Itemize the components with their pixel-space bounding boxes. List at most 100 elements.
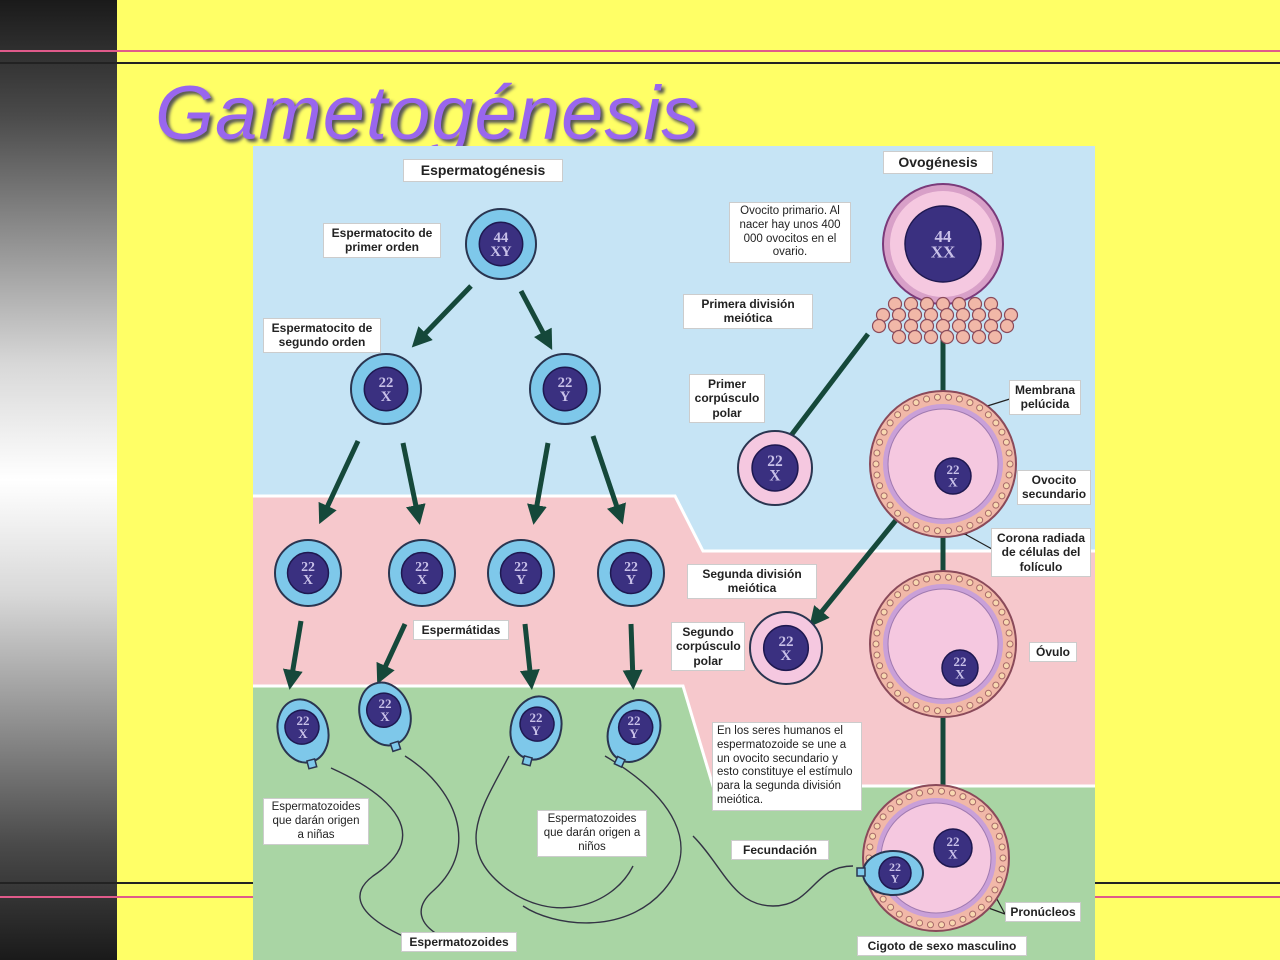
cell-ovulo-corona-cell (933, 573, 941, 581)
cell-cigoto-corona-cell (991, 822, 999, 830)
cell-cigoto-corona-cell (985, 813, 993, 821)
cell-ovocito-secundario-corona-cell (873, 449, 881, 457)
cell-cigoto-female-pronucleus-autosomes: 22 (947, 834, 960, 849)
cell-espermatida-1-nucleus (286, 551, 330, 595)
cell-espermatida-2-nucleus (400, 551, 444, 595)
label-ovogenesis: Ovogénesis (883, 151, 993, 174)
cell-espermatocito-segundo-y-sex-chromosome: Y (560, 389, 571, 405)
cell-ovocito-secundario-corona-cell (976, 516, 984, 524)
cell-ovulo-corona-cell (1002, 662, 1010, 670)
cell-ovocito-secundario-corona-cell (894, 411, 902, 419)
cell-cigoto-corona-cell (869, 832, 877, 840)
cell-ovocito-primario-nucleus (904, 205, 982, 283)
granulosa-cell (923, 329, 939, 345)
cell-ovocito-secundario-nucleus (934, 457, 972, 495)
cell-espermatida-2-autosomes: 22 (415, 559, 429, 574)
cell-ovulo-corona-cell (923, 575, 931, 583)
cell-espermatocito-segundo-x-autosomes: 22 (379, 375, 394, 391)
cell-ovocito-secundario-corona-cell (923, 395, 931, 403)
granulosa-cell (891, 329, 907, 345)
cell-cigoto-corona-cell (991, 886, 999, 894)
cell-cigoto-female-pronucleus-nucleus (933, 828, 973, 868)
cell-espermatocito-segundo-x-sex-chromosome: X (381, 389, 392, 405)
arrows (282, 284, 953, 818)
cell-ovocito-secundario-sex-chromosome: X (948, 474, 958, 489)
cell-ovulo-corona-cell (1005, 651, 1013, 659)
cell-ovulo-corona-cell (955, 705, 963, 713)
cell-ovocito-secundario-corona-cell (902, 516, 910, 524)
label-espermatozoides: Espermatozoides (401, 932, 517, 953)
cell-ovocito-secundario-corona-cell (1005, 449, 1013, 457)
sperm-2 (358, 681, 412, 753)
label-fecundacion: Fecundación (731, 840, 829, 861)
cell-ovulo-corona-cell (902, 696, 910, 704)
cell-espermatocito-segundo-y-nucleus (542, 366, 588, 412)
label-espermatogenesis: Espermatogénesis (403, 159, 563, 182)
sperm-4 (606, 699, 662, 769)
label-primera-division: Primera división meiótica (683, 294, 813, 329)
label-espermatidas: Espermátidas (413, 620, 509, 641)
label-corona-radiada: Corona radiada de células del folículo (991, 528, 1091, 578)
cell-ovocito-secundario-corona-cell (912, 521, 920, 529)
cell-ovocito-secundario-corona-cell (902, 404, 910, 412)
granulosa-cell (971, 329, 987, 345)
cell-cigoto-corona-cell (866, 843, 874, 851)
cell-cigoto-corona-cell (879, 895, 887, 903)
zone-boundary-2 (253, 684, 1095, 788)
cell-cigoto-corona-cell (905, 915, 913, 923)
cell-ovulo-corona-cell (984, 591, 992, 599)
cell-cigoto-corona-cell (873, 822, 881, 830)
cell-ovulo-corona-cell (998, 608, 1006, 616)
cell-ovulo-corona-cell (873, 651, 881, 659)
cell-espermatida-3-autosomes: 22 (514, 559, 528, 574)
cell-ovulo-corona-cell (966, 579, 974, 587)
cell-cigoto-corona-cell (995, 876, 1003, 884)
cell-ovocito-secundario-corona-cell (886, 419, 894, 427)
sperm-4-sex-chromosome: Y (629, 726, 639, 741)
cell-cigoto-corona-cell (938, 921, 946, 929)
cell-cigoto-female-pronucleus-sex-chromosome: X (948, 846, 958, 861)
cell-ovocito-secundario-corona-cell (998, 428, 1006, 436)
cell-ovulo-nucleus (941, 649, 979, 687)
cell-ovocito-secundario-corona-cell (886, 501, 894, 509)
cell-ovulo-corona-cell (976, 584, 984, 592)
cell-ovocito-secundario-corona-cell (955, 395, 963, 403)
cell-ovocito-primario-sex-chromosome: XX (931, 243, 956, 262)
sperm-3-autosomes: 22 (530, 710, 543, 725)
cell-ovulo-corona-cell (992, 599, 1000, 607)
cell-ovulo-corona-cell (886, 599, 894, 607)
cell-ovocito-secundario-corona-cell (894, 509, 902, 517)
label-segundo-corpusculo: Segundo corpúsculo polar (671, 622, 745, 672)
cell-ovulo-corona-cell (933, 707, 941, 715)
cell-ovocito-secundario-corona-cell (872, 460, 880, 468)
label-ovocito-secundario: Ovocito secundario (1017, 470, 1091, 505)
sidebar-gradient (0, 0, 117, 960)
cell-ovulo-corona-cell (912, 579, 920, 587)
cell-ovocito-primario-autosomes: 44 (935, 227, 953, 246)
cell-ovocito-secundario-corona-cell (945, 527, 953, 535)
cell-ovocito-secundario-corona-cell (998, 492, 1006, 500)
sperm-2-midpiece (389, 740, 402, 753)
sperm-1-sex-chromosome: X (298, 726, 308, 741)
label-nota-fecundacion: En los seres humanos el espermatozoide s… (712, 722, 862, 811)
cell-espermatida-3-sex-chromosome: Y (516, 572, 526, 587)
cell-primer-corpusculo-autosomes: 22 (767, 453, 783, 470)
cell-espermatocito-primer-sex-chromosome: XY (490, 244, 512, 260)
label-membrana-pelucida: Membrana pelúcida (1009, 380, 1081, 415)
label-espermatozoides-ninas: Espermatozoides que darán origen a niñas (263, 798, 369, 846)
zone-boundary-1 (253, 494, 1095, 553)
sperm-tail-zygote (692, 835, 854, 907)
cell-cigoto-corona-cell (887, 805, 895, 813)
cell-cigoto-corona-cell (959, 793, 967, 801)
sperm-4-nucleus (617, 709, 654, 746)
cell-ovocito-secundario-corona-cell (955, 525, 963, 533)
cell-ovulo-corona-cell (1002, 618, 1010, 626)
cell-cigoto-corona-cell (916, 789, 924, 797)
cell-cigoto-corona-cell (879, 813, 887, 821)
cell-cigoto-corona-cell (926, 921, 934, 929)
cell-ovulo-corona-cell (876, 618, 884, 626)
cell-ovocito-secundario-corona-cell (1002, 438, 1010, 446)
granulosa-cell (871, 318, 887, 334)
cell-espermatida-3-nucleus (499, 551, 543, 595)
